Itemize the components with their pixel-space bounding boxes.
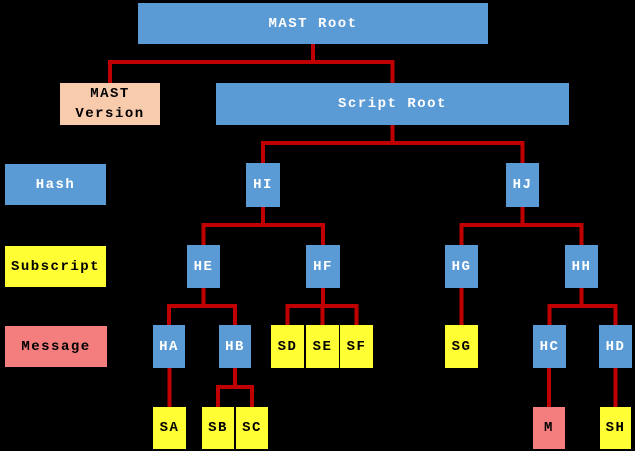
- node-label: SF: [346, 338, 367, 355]
- node-sg: SG: [445, 325, 478, 368]
- node-label: SD: [277, 338, 298, 355]
- node-label: HE: [193, 258, 214, 275]
- node-label: SE: [312, 338, 333, 355]
- legend-subscript: Subscript: [5, 246, 106, 287]
- node-sd: SD: [271, 325, 304, 368]
- node-label: HG: [451, 258, 472, 275]
- node-hc: HC: [533, 325, 566, 368]
- node-label: Subscript: [10, 258, 101, 275]
- node-m: M: [533, 407, 565, 449]
- node-hj: HJ: [506, 163, 539, 207]
- node-label: Hash: [35, 176, 76, 193]
- node-sc: SC: [236, 407, 268, 449]
- node-hd: HD: [599, 325, 632, 368]
- node-label: SH: [605, 420, 626, 436]
- node-label: HJ: [512, 177, 533, 193]
- node-he: HE: [187, 245, 220, 288]
- node-sa: SA: [153, 407, 186, 449]
- node-label: SA: [159, 420, 180, 436]
- node-label: HC: [539, 338, 560, 355]
- node-script-root: Script Root: [216, 83, 569, 125]
- node-hf: HF: [306, 245, 340, 288]
- node-label: MAST Root: [268, 15, 358, 32]
- node-hi: HI: [246, 163, 280, 207]
- node-sh: SH: [600, 407, 631, 449]
- node-label: SG: [451, 338, 472, 355]
- node-se: SE: [306, 325, 339, 368]
- node-label: HF: [313, 258, 333, 275]
- node-hg: HG: [445, 245, 478, 288]
- node-sf: SF: [340, 325, 373, 368]
- node-label: SB: [208, 420, 228, 436]
- node-label: SC: [242, 420, 262, 436]
- node-label: Message: [21, 338, 91, 355]
- node-hh: HH: [565, 245, 598, 288]
- node-label: HB: [225, 338, 245, 355]
- legend-message: Message: [5, 326, 107, 367]
- node-label: HA: [159, 338, 179, 355]
- node-label: M: [544, 420, 554, 436]
- node-label: MAST Version: [75, 86, 145, 122]
- legend-hash: Hash: [5, 164, 106, 205]
- node-label: HH: [571, 258, 592, 275]
- node-mast-version: MAST Version: [60, 83, 160, 125]
- node-sb: SB: [202, 407, 234, 449]
- node-ha: HA: [153, 325, 185, 368]
- node-mast-root: MAST Root: [138, 3, 488, 44]
- node-label: HI: [253, 177, 273, 193]
- node-label: Script Root: [338, 96, 447, 112]
- node-hb: HB: [219, 325, 251, 368]
- node-label: HD: [605, 338, 626, 355]
